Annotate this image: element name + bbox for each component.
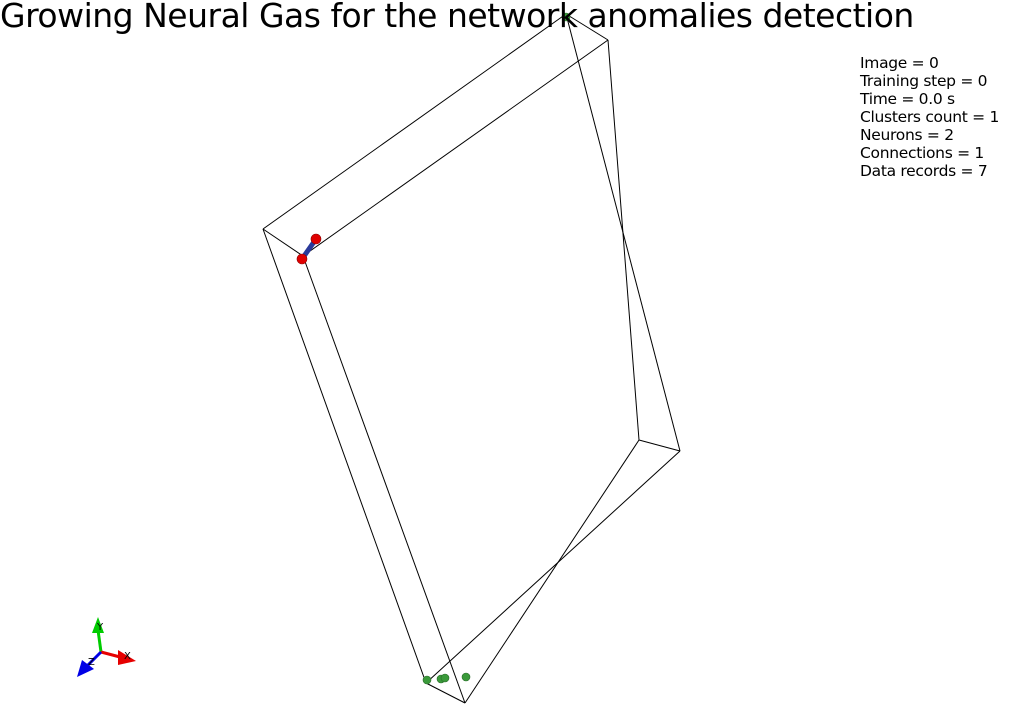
box-edge <box>262 13 567 230</box>
neuron <box>296 253 308 265</box>
orientation-axes-widget: Y X Z <box>77 617 136 677</box>
y-axis-arrow <box>92 617 104 633</box>
stat-data-records: Data records = 7 <box>860 162 988 180</box>
box-edge <box>425 450 681 684</box>
stat-connections: Connections = 1 <box>860 144 984 162</box>
box-edge <box>565 13 609 41</box>
box-edge <box>262 228 304 257</box>
stat-training-step: Training step = 0 <box>860 72 988 90</box>
data-point <box>422 675 432 685</box>
data-point <box>561 12 571 22</box>
stat-image: Image = 0 <box>860 54 939 72</box>
box-edge <box>607 39 640 441</box>
scene-title: Growing Neural Gas for the network anoma… <box>0 0 914 35</box>
x-axis-arrow <box>118 650 136 665</box>
z-axis-label: Z <box>88 657 95 668</box>
x-axis-shaft <box>100 650 121 659</box>
gng-network <box>296 233 322 265</box>
box-edge <box>425 682 466 704</box>
neuron <box>310 233 322 245</box>
box-edge <box>302 39 609 257</box>
y-axis-shaft <box>96 629 103 653</box>
z-axis-arrow <box>77 660 94 677</box>
box-edge <box>464 439 640 704</box>
stat-clusters-count: Clusters count = 1 <box>860 108 1000 126</box>
box-edge <box>262 228 427 684</box>
box-edge <box>638 439 681 452</box>
box-edge <box>302 255 466 704</box>
x-axis-label: X <box>124 651 131 662</box>
data-point <box>440 673 450 683</box>
bounding-box <box>262 13 681 704</box>
stat-time: Time = 0.0 s <box>860 90 955 108</box>
stats-panel: Image = 0 Training step = 0 Time = 0.0 s… <box>860 54 999 180</box>
y-axis-label: Y <box>96 622 104 633</box>
data-point <box>461 672 471 682</box>
z-axis-shaft <box>84 650 103 669</box>
stat-neurons: Neurons = 2 <box>860 126 954 144</box>
data-points-group <box>422 12 571 685</box>
